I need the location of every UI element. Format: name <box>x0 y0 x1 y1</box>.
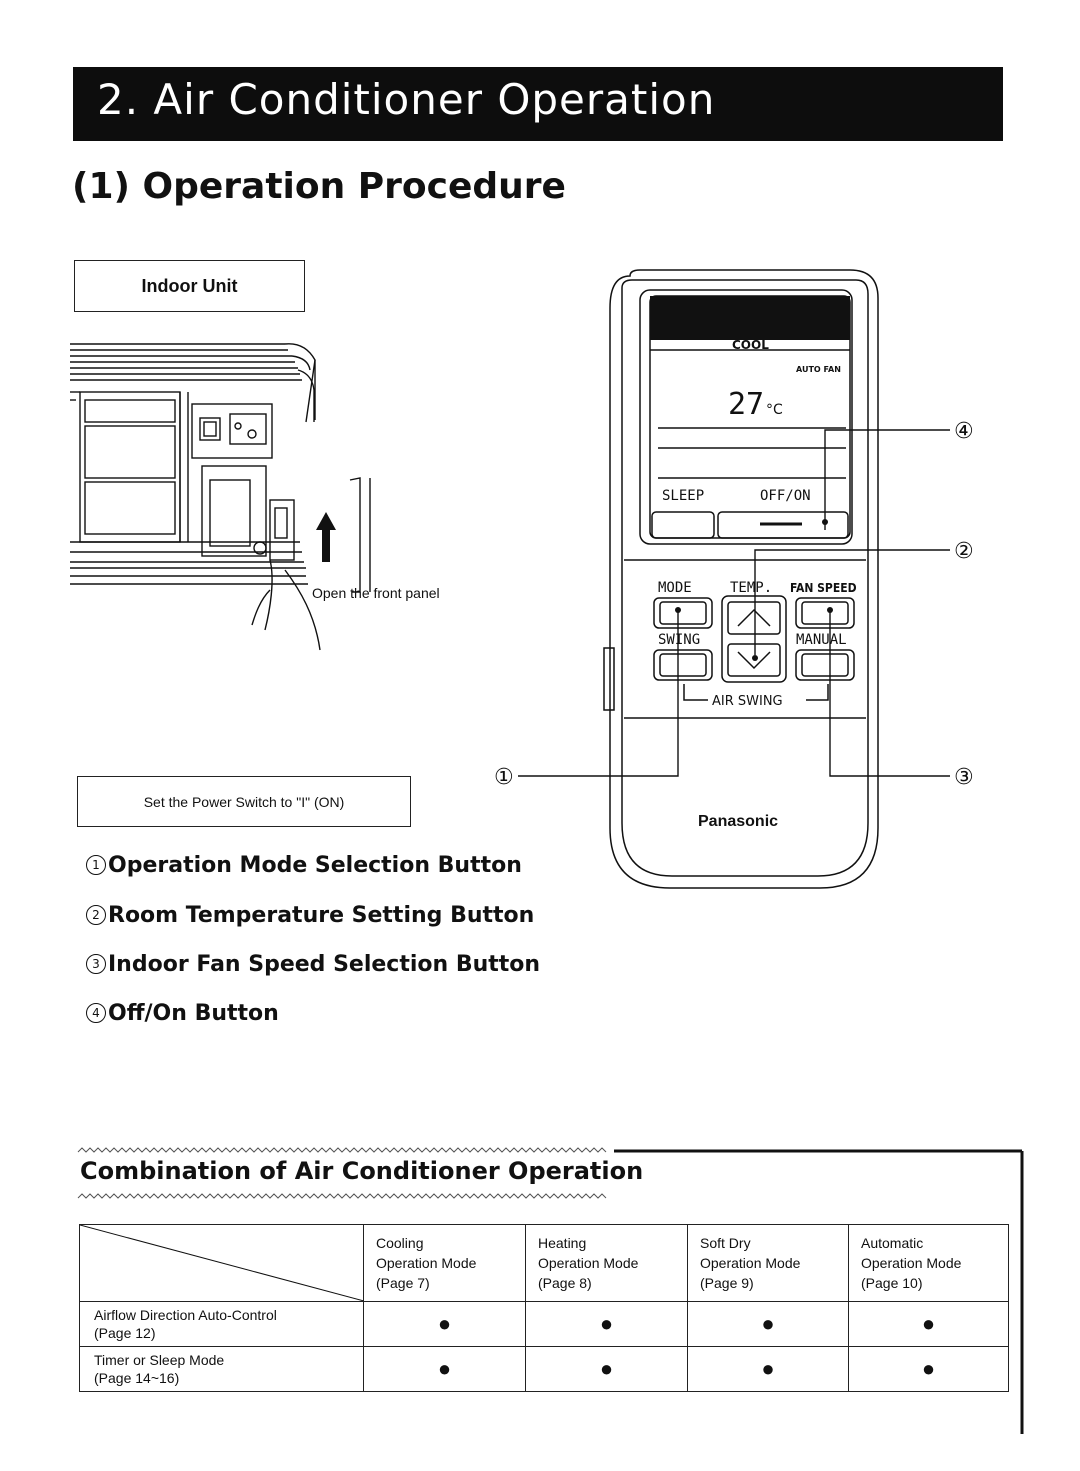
legend-number-2: 2 <box>86 905 106 925</box>
display-offon-label: OFF/ON <box>760 488 811 504</box>
row-header: Airflow Direction Auto-Control (Page 12) <box>79 1301 364 1347</box>
table-row: Airflow Direction Auto-Control (Page 12)… <box>79 1301 1009 1347</box>
temp-button-label: TEMP. <box>730 580 772 596</box>
front-panel-caption: Open the front panel <box>312 585 440 601</box>
subsection-title: (1) Operation Procedure <box>72 166 566 207</box>
callout-4: ④ <box>954 419 974 444</box>
column-header: Automatic Operation Mode (Page 10) <box>848 1224 1009 1302</box>
section-banner: 2. Air Conditioner Operation <box>73 67 1003 141</box>
display-unit: °C <box>766 402 783 418</box>
corner-diagonal <box>80 1225 364 1301</box>
table-cell: ● <box>848 1301 1009 1347</box>
mode-button-label: MODE <box>658 580 692 596</box>
column-header: Cooling Operation Mode (Page 7) <box>363 1224 526 1302</box>
combination-title: Combination of Air Conditioner Operation <box>80 1157 644 1185</box>
swing-button-label: SWING <box>658 632 700 648</box>
table-cell: ● <box>363 1346 526 1392</box>
power-switch-note: Set the Power Switch to "I" (ON) <box>77 776 411 827</box>
display-mode-text: COOL <box>732 338 769 352</box>
callout-2: ② <box>954 539 974 564</box>
legend-label-4: Off/On Button <box>108 1001 279 1026</box>
column-header: Heating Operation Mode (Page 8) <box>525 1224 688 1302</box>
table-corner-cell <box>79 1224 364 1302</box>
indoor-unit-illustration <box>70 343 371 651</box>
remote-control-illustration: COOL AUTO FAN 27 °C SLEEP OFF/ON MODE TE… <box>603 269 879 889</box>
legend-label-1: Operation Mode Selection Button <box>108 853 522 878</box>
table-cell: ● <box>687 1301 849 1347</box>
display-sleep-label: SLEEP <box>662 488 704 504</box>
legend-number-3: 3 <box>86 954 106 974</box>
table-cell: ● <box>363 1301 526 1347</box>
legend-label-2: Room Temperature Setting Button <box>108 903 535 928</box>
row-header: Timer or Sleep Mode (Page 14~16) <box>79 1346 364 1392</box>
manual-button-label: MANUAL <box>796 632 847 648</box>
indoor-unit-label: Indoor Unit <box>74 260 305 312</box>
legend-label-3: Indoor Fan Speed Selection Button <box>108 952 541 977</box>
table-row: Timer or Sleep Mode (Page 14~16) ● ● ● ● <box>79 1346 1009 1392</box>
display-temperature: 27 <box>728 387 764 422</box>
callout-1: ① <box>494 765 514 790</box>
callout-3: ③ <box>954 765 974 790</box>
combination-decoration <box>77 1147 1024 1434</box>
legend-number-4: 4 <box>86 1003 106 1023</box>
brand-logo: Panasonic <box>698 813 778 830</box>
column-header: Soft Dry Operation Mode (Page 9) <box>687 1224 849 1302</box>
table-cell: ● <box>525 1301 688 1347</box>
display-fan-text: AUTO FAN <box>796 365 841 374</box>
table-header-row: Cooling Operation Mode (Page 7) Heating … <box>79 1224 1009 1302</box>
table-cell: ● <box>848 1346 1009 1392</box>
callout-lines: ④ ② ① ③ <box>494 419 974 790</box>
section-title: 2. Air Conditioner Operation <box>97 75 716 124</box>
air-swing-label: AIR SWING <box>712 694 783 709</box>
table-cell: ● <box>687 1346 849 1392</box>
legend-number-1: 1 <box>86 855 106 875</box>
combination-table: Cooling Operation Mode (Page 7) Heating … <box>79 1224 1009 1392</box>
fan-speed-button-label: FAN SPEED <box>790 581 857 595</box>
table-cell: ● <box>525 1346 688 1392</box>
